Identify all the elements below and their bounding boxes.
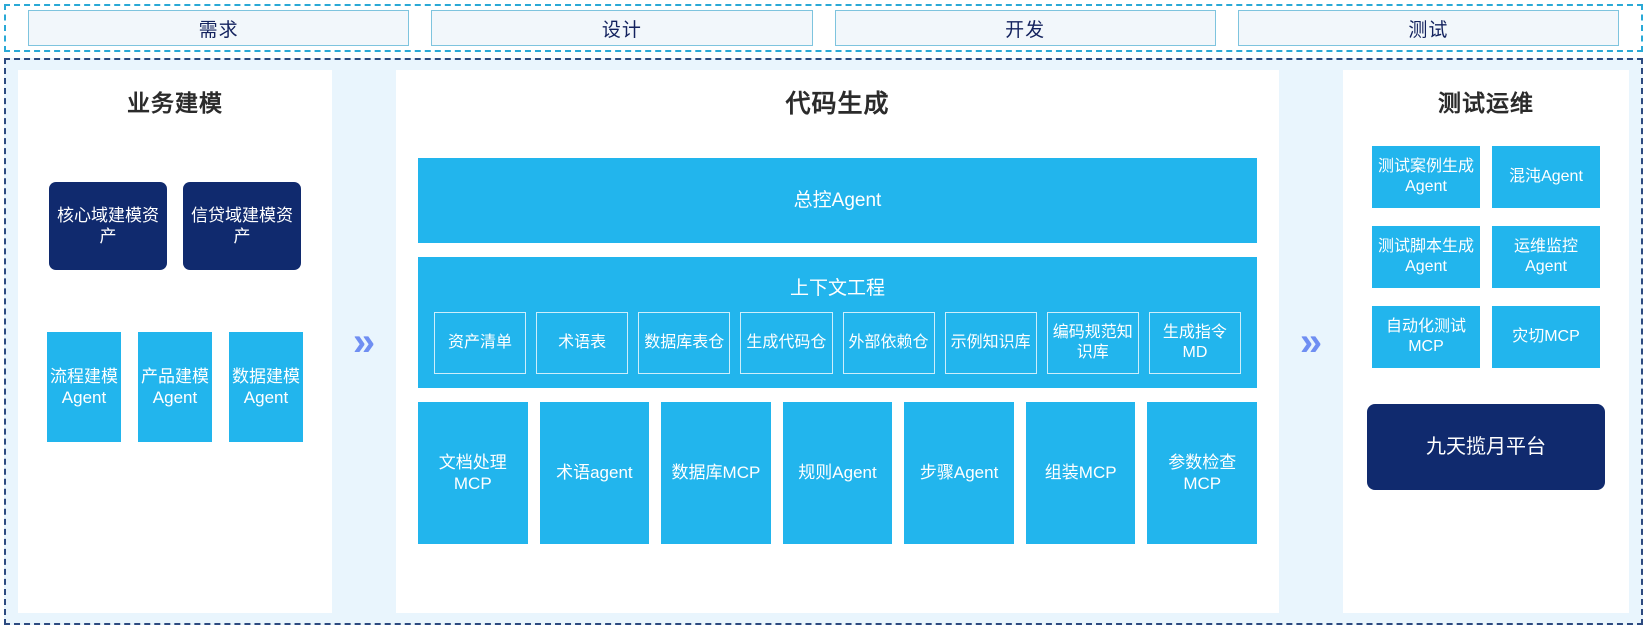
flow-arrow-right: »	[1279, 70, 1343, 613]
tool-card-row: 文档处理MCP 术语agent 数据库MCP 规则Agent 步骤Agent	[418, 402, 1258, 544]
context-item-asset-inventory[interactable]: 资产清单	[434, 312, 527, 374]
panel-title-business-modeling: 业务建模	[127, 90, 223, 116]
stage-box-requirement[interactable]: 需求	[28, 10, 410, 46]
tool-card-document-processing-mcp[interactable]: 文档处理MCP	[418, 402, 528, 544]
tool-card-database-mcp[interactable]: 数据库MCP	[661, 402, 771, 544]
master-agent-label: 总控Agent	[793, 189, 882, 211]
tool-card-label: 术语agent	[556, 463, 633, 483]
stage-strip: 需求 设计 开发 测试	[4, 4, 1643, 52]
business-agent-row: 流程建模Agent 产品建模Agent 数据建模Agent	[47, 332, 303, 442]
context-item-label: 外部依赖仓	[848, 334, 929, 351]
asset-card-credit-domain[interactable]: 信贷域建模资产	[183, 182, 301, 270]
test-card-label: 自动化测试MCP	[1385, 318, 1466, 355]
panel-code-generation: 代码生成 总控Agent 上下文工程 资产清单 术语表	[396, 70, 1279, 613]
tool-card-label: 文档处理MCP	[438, 452, 507, 493]
test-card-label: 测试案例生成Agent	[1377, 158, 1474, 195]
stage-box-design[interactable]: 设计	[431, 10, 813, 46]
tool-card-assembly-mcp[interactable]: 组装MCP	[1025, 402, 1136, 544]
panel-title-test-operations: 测试运维	[1438, 90, 1534, 116]
panel-business-modeling: 业务建模 核心域建模资产 信贷域建模资产 流程建模Agent 产品建模Agent…	[18, 70, 332, 613]
tool-card-label: 参数检查MCP	[1168, 452, 1237, 493]
test-card-label: 混沌Agent	[1509, 168, 1583, 185]
stage-box-development[interactable]: 开发	[834, 10, 1216, 46]
tool-card-rule-agent[interactable]: 规则Agent	[782, 402, 893, 544]
tool-card-label: 数据库MCP	[671, 463, 761, 483]
test-card-test-script-generation-agent[interactable]: 测试脚本生成Agent	[1372, 226, 1480, 288]
agent-card-process-modeling[interactable]: 流程建模Agent	[47, 332, 121, 442]
tool-card-label: 规则Agent	[798, 463, 877, 483]
business-asset-row: 核心域建模资产 信贷域建模资产	[49, 182, 301, 270]
double-chevron-right-icon: »	[352, 319, 376, 364]
agent-card-label: 产品建模Agent	[141, 366, 209, 407]
context-engineering-title: 上下文工程	[789, 278, 885, 299]
test-card-automated-testing-mcp[interactable]: 自动化测试MCP	[1372, 306, 1480, 368]
tool-card-step-agent[interactable]: 步骤Agent	[904, 402, 1014, 544]
context-item-label: 编码规范知识库	[1052, 324, 1133, 361]
flow-arrow-left: »	[332, 70, 396, 613]
context-item-row: 资产清单 术语表 数据库表仓 生成代码仓 外部依赖仓	[434, 312, 1241, 374]
context-item-label: 生成代码仓	[746, 334, 827, 351]
agent-card-product-modeling[interactable]: 产品建模Agent	[138, 332, 212, 442]
master-agent-bar[interactable]: 总控Agent	[418, 158, 1257, 243]
panel-title-code-generation: 代码生成	[785, 90, 890, 118]
test-card-label: 运维监控Agent	[1513, 238, 1578, 275]
context-item-label: 示例知识库	[950, 334, 1031, 351]
context-item-label: 资产清单	[448, 334, 513, 351]
stage-label: 设计	[601, 19, 642, 41]
stage-label: 测试	[1408, 19, 1449, 41]
context-item-label: 生成指令MD	[1162, 324, 1227, 361]
tool-card-parameter-check-mcp[interactable]: 参数检查MCP	[1147, 402, 1258, 544]
agent-card-label: 数据建模Agent	[232, 366, 300, 407]
context-item-coding-standard-knowledge-base[interactable]: 编码规范知识库	[1046, 312, 1139, 374]
context-item-glossary[interactable]: 术语表	[536, 312, 629, 374]
test-card-label: 测试脚本生成Agent	[1377, 238, 1474, 275]
context-item-label: 术语表	[558, 334, 607, 351]
stage-label: 开发	[1005, 19, 1046, 41]
asset-card-label: 核心域建模资产	[57, 205, 159, 246]
test-operations-grid: 测试案例生成Agent 混沌Agent 测试脚本生成Agent 运维监控Agen…	[1372, 146, 1600, 368]
code-generation-body: 总控Agent 上下文工程 资产清单 术语表 数据库表仓	[396, 126, 1279, 544]
context-item-generation-instruction-md[interactable]: 生成指令MD	[1148, 312, 1241, 374]
asset-card-core-domain[interactable]: 核心域建模资产	[49, 182, 167, 270]
test-card-test-case-generation-agent[interactable]: 测试案例生成Agent	[1372, 146, 1480, 208]
architecture-container: 业务建模 核心域建模资产 信贷域建模资产 流程建模Agent 产品建模Agent…	[4, 58, 1643, 625]
test-card-operations-monitoring-agent[interactable]: 运维监控Agent	[1492, 226, 1600, 288]
tool-card-glossary-agent[interactable]: 术语agent	[539, 402, 650, 544]
context-engineering-block: 上下文工程 资产清单 术语表 数据库表仓 生成代码仓	[418, 257, 1257, 388]
context-item-generated-code-repo[interactable]: 生成代码仓	[740, 312, 833, 374]
stage-label: 需求	[198, 19, 239, 41]
stage-box-testing[interactable]: 测试	[1237, 10, 1619, 46]
context-item-example-knowledge-base[interactable]: 示例知识库	[944, 312, 1037, 374]
test-card-disaster-switch-mcp[interactable]: 灾切MCP	[1492, 306, 1600, 368]
context-item-database-table-repo[interactable]: 数据库表仓	[638, 312, 731, 374]
test-card-chaos-agent[interactable]: 混沌Agent	[1492, 146, 1600, 208]
agent-card-label: 流程建模Agent	[50, 366, 118, 407]
platform-card-jiutian-lanyue[interactable]: 九天揽月平台	[1367, 404, 1605, 490]
tool-card-label: 步骤Agent	[919, 463, 999, 483]
platform-card-label: 九天揽月平台	[1426, 435, 1546, 458]
test-card-label: 灾切MCP	[1512, 328, 1580, 345]
agent-card-data-modeling[interactable]: 数据建模Agent	[229, 332, 303, 442]
context-item-external-dependency-repo[interactable]: 外部依赖仓	[842, 312, 935, 374]
double-chevron-right-icon: »	[1299, 319, 1323, 364]
tool-card-label: 组装MCP	[1044, 463, 1117, 483]
context-item-label: 数据库表仓	[644, 334, 725, 351]
asset-card-label: 信贷域建模资产	[191, 205, 293, 246]
panel-test-operations: 测试运维 测试案例生成Agent 混沌Agent 测试脚本生成Agent 运维监…	[1343, 70, 1629, 613]
